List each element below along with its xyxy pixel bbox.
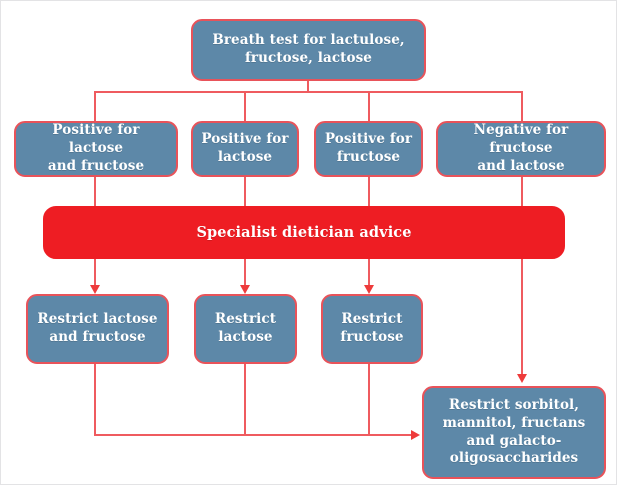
node-restrict-sorbitol-mannitol[interactable]: Restrict sorbitol, mannitol, fructans an… — [422, 386, 606, 479]
node-positive-lactose-fructose-label: Positive for lactose and fructose — [47, 122, 145, 174]
node-restrict-lactose-fructose[interactable]: Restrict lactose and fructose — [26, 294, 169, 364]
connector-root-stem — [307, 81, 309, 92]
arrow-down-icon-action-2 — [239, 285, 250, 294]
connector-result-4-to-band — [521, 177, 523, 209]
arrow-down-icon-outcome-top — [516, 374, 527, 383]
connector-bottom-collector — [94, 434, 412, 436]
connector-bypass-to-outcome — [521, 259, 523, 374]
connector-action-3-down — [368, 364, 370, 435]
connector-drop-result-4 — [521, 91, 523, 122]
node-restrict-lactose[interactable]: Restrict lactose — [194, 294, 297, 364]
node-positive-fructose[interactable]: Positive for fructose — [314, 121, 423, 177]
arrow-right-icon-outcome — [411, 429, 420, 440]
node-breath-test-label: Breath test for lactulose, fructose, lac… — [212, 32, 405, 66]
node-positive-lactose-label: Positive for lactose — [201, 131, 289, 165]
connector-band-to-action-1 — [94, 259, 96, 287]
connector-action-1-down — [94, 364, 96, 435]
node-restrict-sorbitol-mannitol-label: Restrict sorbitol, mannitol, fructans an… — [442, 396, 586, 467]
arrow-down-icon-action-3 — [363, 285, 374, 294]
connector-drop-result-2 — [244, 91, 246, 122]
node-positive-fructose-label: Positive for fructose — [324, 131, 413, 165]
node-restrict-fructose[interactable]: Restrict fructose — [321, 294, 423, 364]
connector-band-to-action-3 — [368, 259, 370, 287]
node-negative-fructose-lactose-label: Negative for fructose and lactose — [473, 122, 569, 174]
connector-result-2-to-band — [244, 177, 246, 209]
node-specialist-dietician-advice-label: Specialist dietician advice — [196, 223, 412, 241]
node-restrict-lactose-label: Restrict lactose — [214, 311, 277, 345]
connector-drop-result-3 — [368, 91, 370, 122]
node-negative-fructose-lactose[interactable]: Negative for fructose and lactose — [436, 121, 606, 177]
node-positive-lactose[interactable]: Positive for lactose — [191, 121, 299, 177]
node-specialist-dietician-advice[interactable]: Specialist dietician advice — [43, 206, 565, 259]
connector-result-3-to-band — [368, 177, 370, 209]
connector-action-2-down — [244, 364, 246, 435]
node-positive-lactose-fructose[interactable]: Positive for lactose and fructose — [14, 121, 178, 177]
node-restrict-lactose-fructose-label: Restrict lactose and fructose — [37, 311, 158, 345]
connector-drop-result-1 — [94, 91, 96, 122]
node-breath-test[interactable]: Breath test for lactulose, fructose, lac… — [191, 19, 426, 81]
connector-distribution-bar — [94, 91, 522, 93]
node-restrict-fructose-label: Restrict fructose — [340, 311, 404, 345]
connector-band-to-action-2 — [244, 259, 246, 287]
connector-result-1-to-band — [94, 177, 96, 209]
arrow-down-icon-action-1 — [89, 285, 100, 294]
